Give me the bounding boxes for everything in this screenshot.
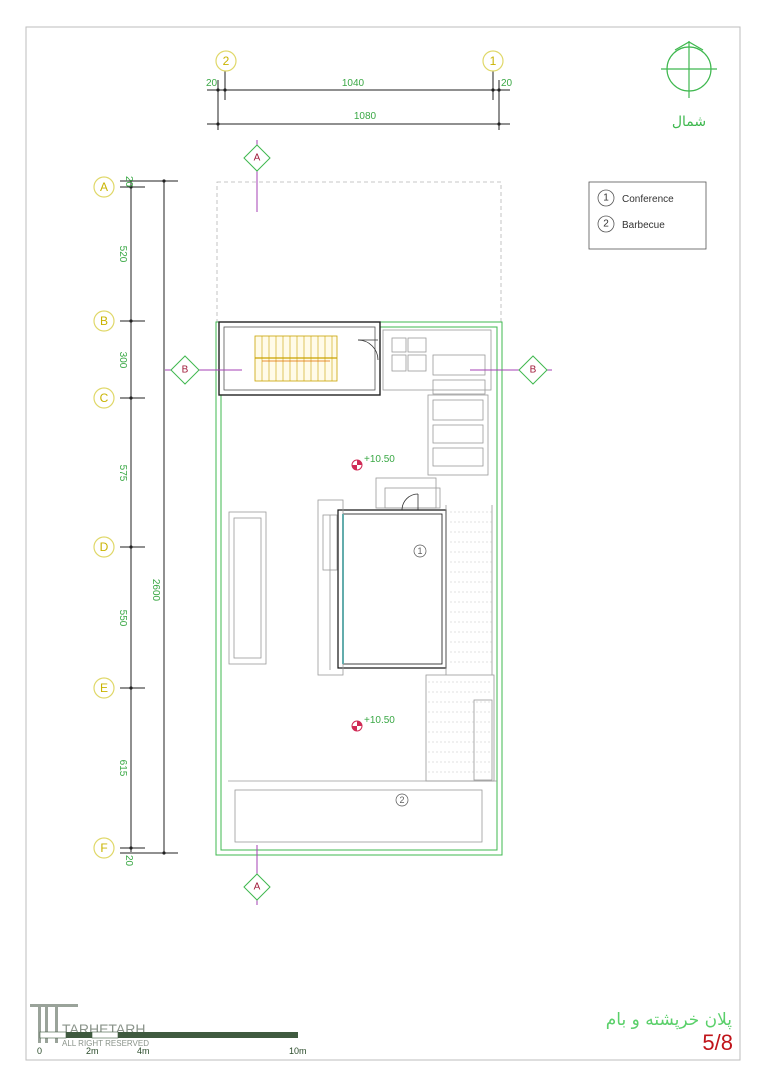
scale-bar: 0 2m 4m 10m [37, 1031, 307, 1056]
north-arrow-icon: شمال [661, 41, 717, 130]
section-label: A [254, 153, 261, 164]
legend-num: 1 [603, 193, 609, 204]
left-dimensions: 20 520 300 575 550 615 20 2600 [117, 176, 178, 867]
grid-bubble-row-f: F [93, 837, 115, 859]
level-marker-upper: +10.50 [351, 454, 395, 471]
room-legend: 1 Conference 2 Barbecue [588, 181, 707, 250]
logo-sub: ALL RIGHT RESERVED [62, 1039, 149, 1048]
sheet-number: 5/8 [702, 1030, 733, 1055]
section-mark-b-left: B [165, 355, 242, 385]
grid-label: A [100, 180, 108, 194]
room-tag-barbecue: 2 [399, 795, 404, 805]
legend-num: 2 [603, 219, 609, 230]
north-label: شمال [672, 114, 706, 130]
dim-left-b-c: 300 [117, 352, 128, 369]
level-upper-label: +10.50 [364, 454, 395, 465]
grid-label: F [100, 841, 107, 855]
section-mark-a-bottom: A [243, 845, 271, 905]
dim-top-span: 1040 [342, 78, 365, 89]
sheet-title: پلان خرپشته و بام [606, 1010, 733, 1030]
logo: TARHETARH ALL RIGHT RESERVED [30, 1004, 149, 1048]
scale-label-2m: 2m [86, 1046, 99, 1056]
grid-bubble-row-e: E [93, 677, 115, 699]
roof-parapet [215, 321, 503, 856]
dim-top-right-offset: 20 [501, 78, 513, 89]
roof-parapet-inner [220, 326, 498, 851]
scale-label-10m: 10m [289, 1046, 307, 1056]
barbecue-area: 2 [228, 780, 497, 843]
section-label: B [182, 365, 189, 376]
dim-left-bottom-offset: 20 [123, 855, 134, 867]
top-dimensions: 20 1040 20 1080 [206, 70, 513, 130]
dim-top-left-offset: 20 [206, 78, 218, 89]
grid-label: 1 [490, 54, 497, 68]
grid-label: B [100, 314, 108, 328]
section-label: B [530, 365, 537, 376]
grid-bubble-row-a: A [93, 176, 115, 198]
grid-bubble-row-c: C [93, 387, 115, 409]
room-tag-conference: 1 [417, 546, 422, 556]
grid-bubble-row-d: D [93, 536, 115, 558]
grid-bubble-row-b: B [93, 310, 115, 332]
grid-label: C [100, 391, 109, 405]
dim-top-total: 1080 [354, 111, 377, 122]
grid-label: D [100, 540, 109, 554]
scale-label-0: 0 [37, 1046, 42, 1056]
grid-label: E [100, 681, 108, 695]
roof-outline-dashed [216, 181, 502, 323]
legend-name: Conference [622, 194, 674, 205]
dim-left-e-f: 615 [117, 760, 128, 777]
stair-block [218, 321, 381, 396]
grid-bubble-col-2: 2 [215, 50, 237, 72]
section-mark-b-right: B [470, 355, 552, 385]
dim-left-d-e: 550 [117, 610, 128, 627]
sheet-border [25, 26, 741, 1061]
level-lower-label: +10.50 [364, 715, 395, 726]
service-block [375, 329, 492, 509]
scale-label-4m: 4m [137, 1046, 150, 1056]
section-mark-a-top: A [243, 140, 271, 212]
floor-plan: 1 [215, 181, 503, 856]
dim-left-a-b: 520 [117, 246, 128, 263]
planter-left [228, 511, 267, 665]
hatched-strip [428, 511, 492, 773]
dim-left-top-offset: 20 [123, 176, 134, 188]
level-marker-lower: +10.50 [351, 715, 395, 732]
grid-bubble-col-1: 1 [482, 50, 504, 72]
legend-name: Barbecue [622, 220, 665, 231]
section-label: A [254, 882, 261, 893]
conference-room: 1 [317, 493, 447, 676]
grid-label: 2 [223, 54, 230, 68]
dim-left-c-d: 575 [117, 465, 128, 482]
dim-left-total: 2600 [150, 579, 161, 602]
